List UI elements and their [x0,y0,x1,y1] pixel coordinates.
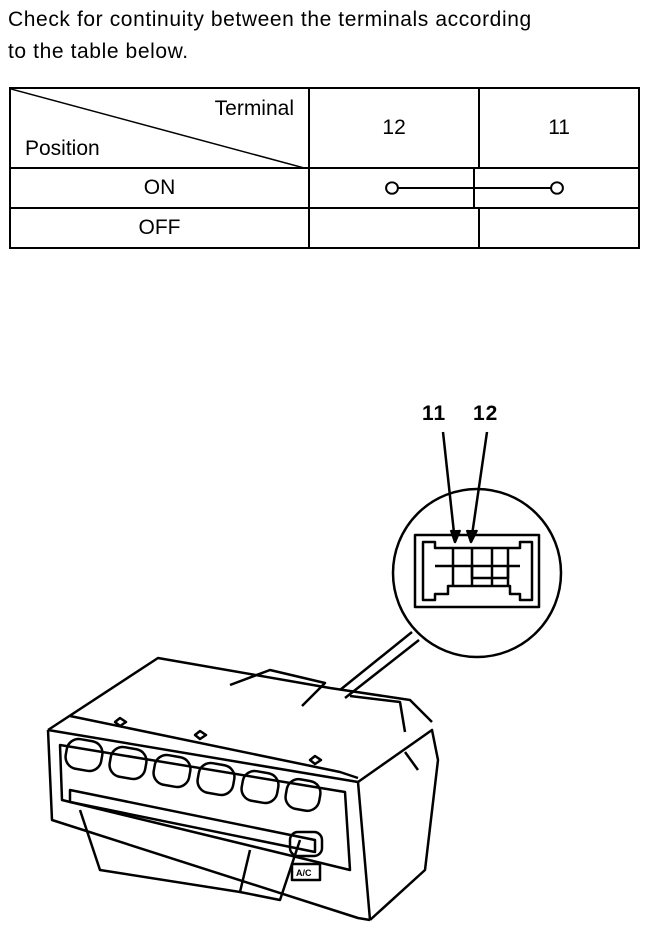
table-row-off: OFF [9,207,640,249]
climate-control-unit-illustration: 11 12 [40,400,650,940]
cell-off-11 [478,207,640,249]
terminal-label-11: 11 [422,402,447,425]
table-corner-cell: Terminal Position [9,87,310,169]
continuity-cell-on [308,167,640,209]
instruction-text: Check for continuity between the termina… [8,4,648,68]
row-label-on: ON [9,167,310,209]
column-header-11: 11 [478,87,640,169]
terminal-label-12: 12 [473,402,499,425]
unit-drawing: A/C [46,431,563,922]
corner-diagonal [11,89,308,169]
continuity-symbol [385,181,564,195]
row-label-off: OFF [9,207,310,249]
ac-button-label: A/C [296,868,312,878]
column-header-12: 12 [307,87,481,169]
table-row-on: ON [9,167,640,209]
terminal-header-label: Terminal [214,97,294,120]
continuity-table: Terminal Position 12 11 ON OFF [9,87,640,249]
instruction-line-1: Check for continuity between the termina… [8,8,532,31]
table-header-row: Terminal Position 12 11 [9,87,640,169]
instruction-line-2: to the table below. [8,40,189,63]
cell-off-12 [307,207,481,249]
position-header-label: Position [25,137,100,160]
